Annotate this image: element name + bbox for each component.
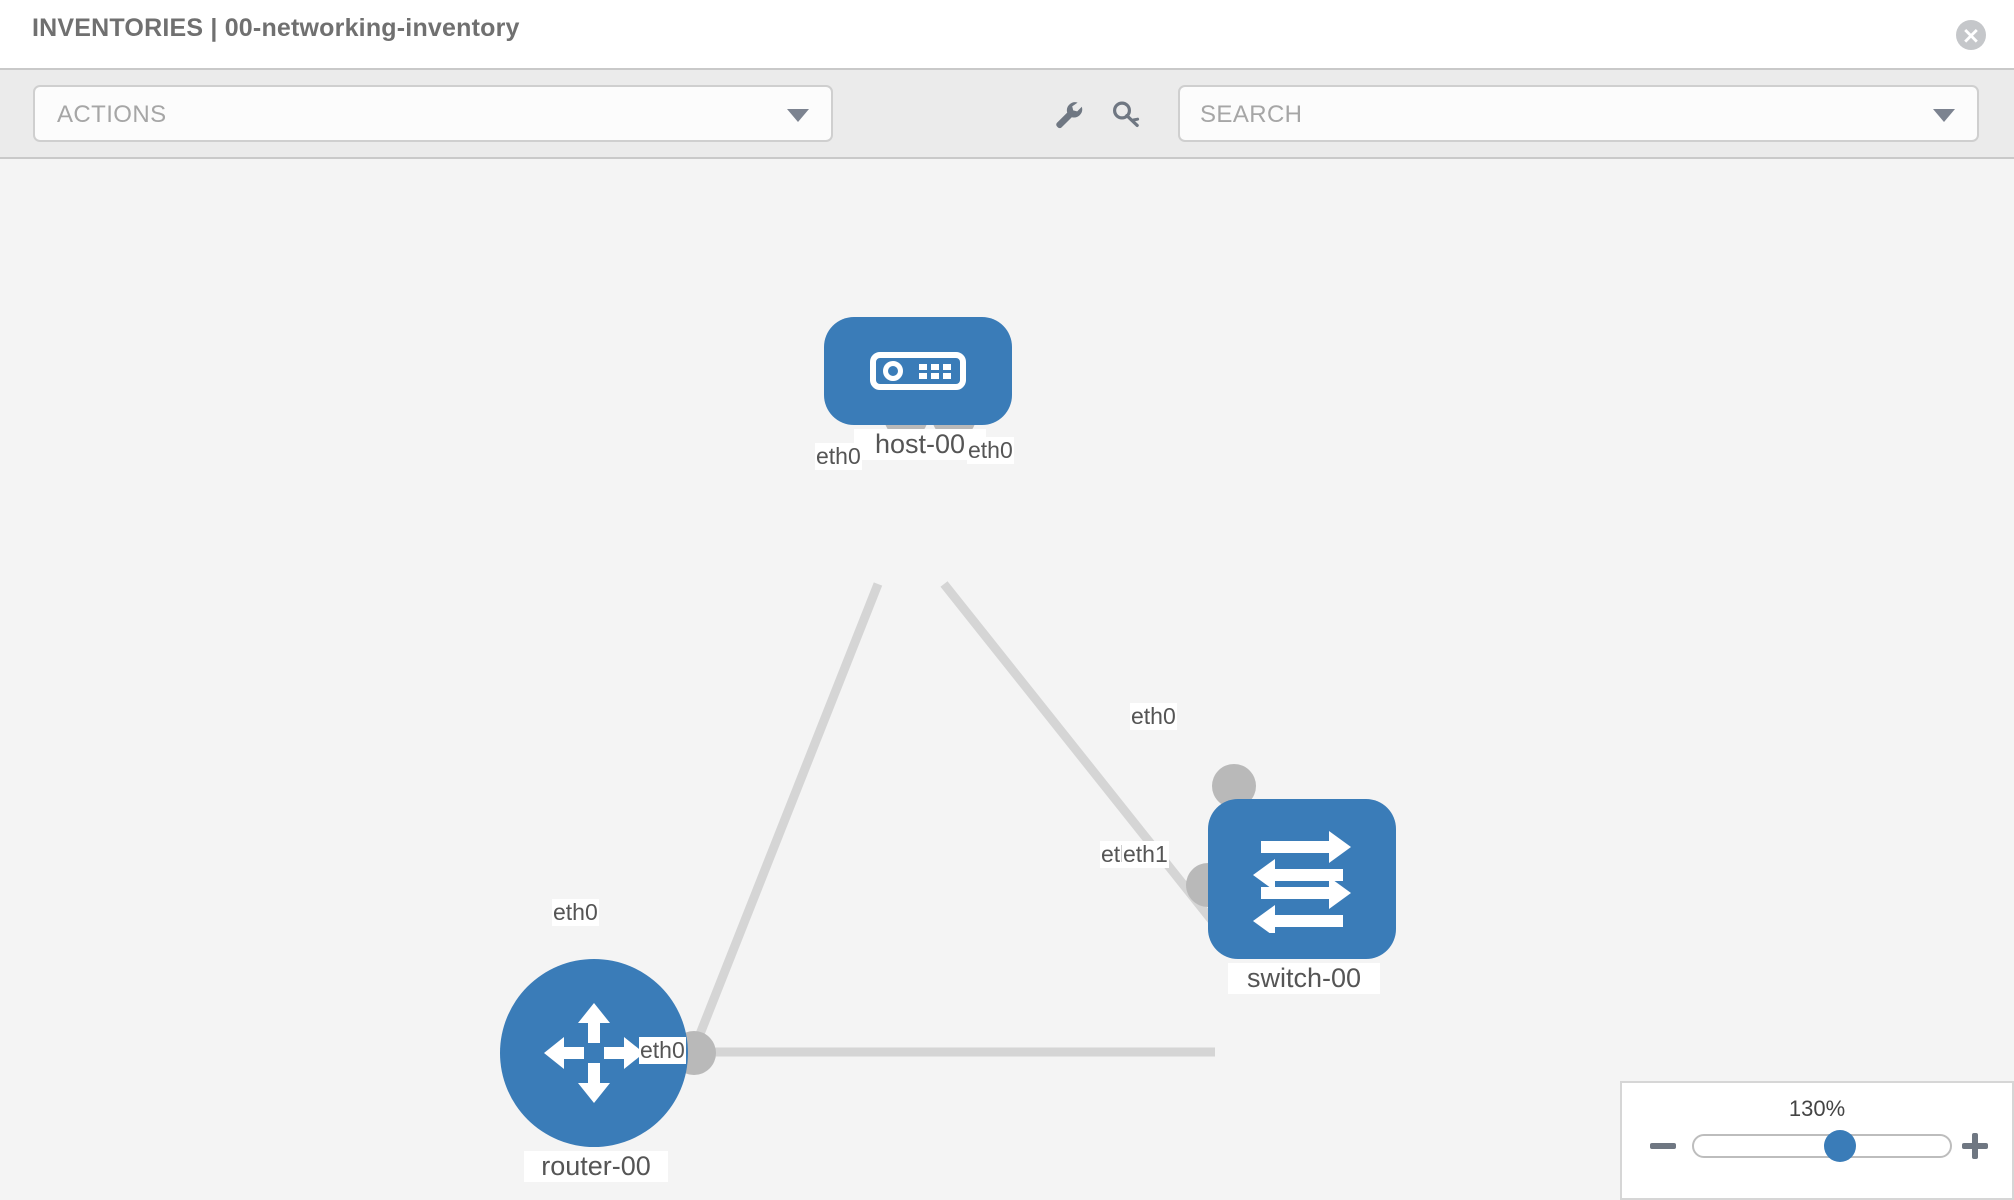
router-icon — [544, 1003, 644, 1103]
page-title: INVENTORIES | 00-networking-inventory — [32, 14, 520, 42]
node-label-host-00: host-00 — [854, 429, 986, 460]
minus-icon[interactable] — [1648, 1131, 1678, 1161]
window-header: INVENTORIES | 00-networking-inventory — [0, 0, 2014, 68]
zoom-slider[interactable] — [1692, 1130, 1952, 1162]
topology-links — [695, 581, 1241, 1057]
iface-label-router-00-eth0-right: eth0 — [639, 1037, 686, 1064]
actions-dropdown[interactable]: ACTIONS — [33, 85, 833, 142]
zoom-control-panel: 130% — [1620, 1081, 2014, 1200]
topology-canvas[interactable]: host-00 eth0 eth0 router-00 et — [0, 159, 2014, 1200]
iface-label-switch-00-eth0-top: eth0 — [1130, 703, 1177, 730]
toolbar: ACTIONS SEARCH — [0, 68, 2014, 159]
router-00-shape[interactable] — [500, 959, 688, 1147]
iface-label-host-00-eth0-left: eth0 — [815, 443, 862, 470]
plus-icon[interactable] — [1960, 1131, 1990, 1161]
zoom-slider-thumb[interactable] — [1823, 1130, 1856, 1162]
search-input[interactable]: SEARCH — [1178, 85, 1979, 142]
iface-label-router-00-eth0-top: eth0 — [552, 899, 599, 926]
close-icon[interactable] — [1956, 20, 1986, 50]
zoom-level-value: 130% — [1788, 1096, 1846, 1121]
switch-icon — [1253, 831, 1351, 933]
host-00-shape[interactable] — [824, 317, 1012, 425]
node-label-router-00: router-00 — [524, 1151, 668, 1182]
wrench-icon[interactable] — [1052, 98, 1086, 132]
search-placeholder: SEARCH — [1200, 101, 1303, 128]
iface-label-switch-00-eth1-left: eth1 — [1122, 841, 1169, 868]
chevron-down-icon — [787, 109, 809, 122]
node-label-switch-00: switch-00 — [1228, 963, 1380, 994]
chevron-down-icon[interactable] — [1933, 109, 1955, 122]
switch-00-shape[interactable] — [1208, 799, 1396, 959]
key-icon[interactable] — [1110, 98, 1144, 132]
actions-dropdown-label: ACTIONS — [57, 101, 167, 128]
server-icon — [870, 352, 966, 390]
iface-label-host-00-eth0-right: eth0 — [967, 437, 1014, 464]
